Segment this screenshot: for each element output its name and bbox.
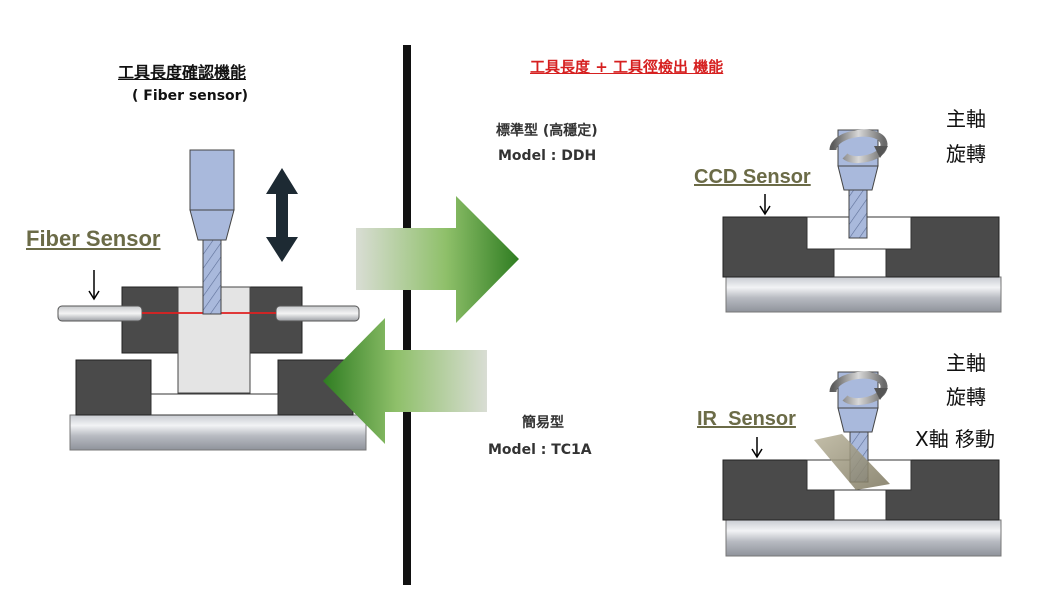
base-gap (150, 393, 279, 416)
machine-table-rail-ccd (725, 276, 1002, 313)
ccd-slot-bottom (833, 248, 887, 278)
spindle-holder (189, 149, 235, 211)
simple-model-label: Model : TC1A (488, 442, 592, 458)
fiber-optic-right (275, 305, 360, 322)
ir-sensor-setup (722, 371, 1002, 557)
spindle-taper-ir (837, 407, 879, 433)
tool-bit-ccd (848, 189, 868, 239)
ccd-sensor-label: CCD Sensor (694, 166, 811, 188)
center-divider (403, 45, 411, 585)
spindle-rotate-bottom-2: 旋轉 (946, 385, 986, 409)
up-down-arrow-icon (266, 168, 298, 262)
standard-model-label: Model : DDH (498, 148, 597, 164)
spindle-rotate-bottom-1: 主軸 (946, 351, 986, 375)
machine-table-rail-left (69, 414, 367, 451)
base-block-left (75, 359, 152, 416)
spindle-rotate-top-2: 旋轉 (946, 142, 986, 166)
fiber-pointer-arrow-icon (88, 270, 100, 301)
arrow-left-green (323, 318, 487, 444)
left-title: 工具長度確認機能 (118, 63, 247, 82)
standard-type-label: 標準型 (高穩定) (496, 123, 598, 139)
ir-slot-bottom (833, 489, 887, 521)
arrow-right-green (356, 196, 519, 323)
ccd-sensor-setup (722, 129, 1002, 313)
fiber-sensor-setup (57, 149, 367, 451)
x-motion-indicator (814, 434, 890, 490)
ir-sensor-label: IR Sensor (697, 408, 796, 430)
fiber-sensor-label: Fiber Sensor (26, 226, 161, 251)
spindle-taper-ccd (837, 165, 879, 191)
rotation-arrow-icon (829, 371, 888, 405)
left-subtitle: ( Fiber sensor) (132, 88, 248, 104)
right-title: 工具長度 + 工具徑檢出 機能 (530, 58, 724, 76)
simple-type-label: 簡易型 (522, 415, 564, 431)
rotation-arrow-icon (829, 129, 888, 163)
tool-bit (202, 239, 222, 315)
ir-pointer-arrow-icon (751, 437, 763, 459)
x-axis-move-label: X軸 移動 (915, 427, 996, 451)
spindle-rotate-top-1: 主軸 (946, 107, 986, 131)
machine-table-rail-ir (725, 519, 1002, 557)
ccd-pointer-arrow-icon (759, 194, 771, 216)
spindle-taper (189, 209, 235, 241)
fiber-optic-left (57, 305, 143, 322)
